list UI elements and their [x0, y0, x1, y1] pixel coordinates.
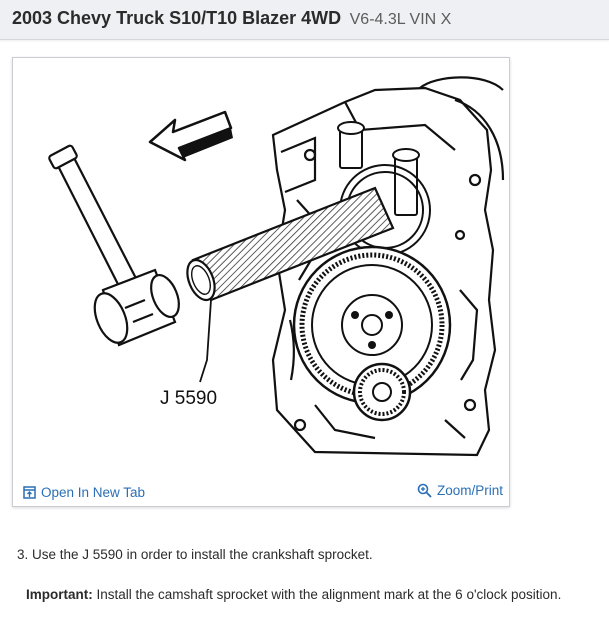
figure-card: J 5590 Open In New Tab Zoom/Print [12, 57, 510, 507]
open-in-new-tab-link[interactable]: Open In New Tab [23, 485, 145, 500]
important-text: Install the camshaft sprocket with the a… [96, 587, 562, 602]
open-in-new-tab-icon [23, 486, 36, 499]
instruction-step: 3. Use the J 5590 in order to install th… [17, 547, 373, 562]
crank-sprocket [352, 362, 412, 422]
engine-subtitle: V6-4.3L VIN X [349, 11, 452, 28]
zoom-print-link[interactable]: Zoom/Print [417, 483, 503, 498]
camshaft-bolts [337, 121, 420, 216]
crankshaft-sprocket-illustration: J 5590 [48, 76, 505, 457]
vehicle-title: 2003 Chevy Truck S10/T10 Blazer 4WD [12, 8, 342, 28]
page-header: 2003 Chevy Truck S10/T10 Blazer 4WD V6-4… [0, 0, 609, 40]
callout-line [199, 299, 212, 383]
page-title: 2003 Chevy Truck S10/T10 Blazer 4WD V6-4… [12, 8, 451, 29]
cam-gear [292, 245, 452, 405]
zoom-print-label: Zoom/Print [436, 483, 503, 498]
figure-footer: Open In New Tab Zoom/Print [13, 478, 509, 506]
important-label: Important: [26, 587, 93, 602]
important-note: Important: Install the camshaft sprocket… [26, 587, 561, 602]
tool-callout-label: J 5590 [160, 388, 217, 409]
hammer [48, 144, 180, 347]
j5590-tool [186, 186, 395, 302]
open-in-new-tab-label: Open In New Tab [41, 485, 146, 500]
zoom-icon [417, 483, 432, 498]
direction-arrow [148, 110, 233, 162]
